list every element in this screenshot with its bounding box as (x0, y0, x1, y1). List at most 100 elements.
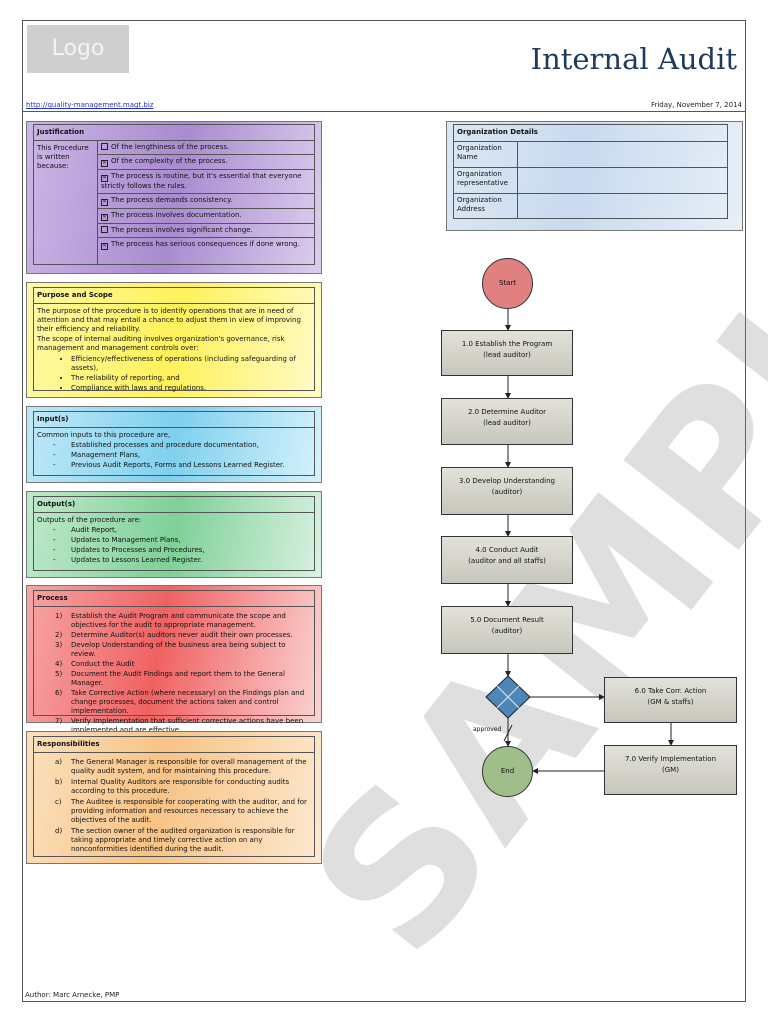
list-number: 2) (55, 631, 63, 639)
responsibilities-heading: Responsibilities (34, 737, 314, 753)
step-title: 2.0 Determine Auditor (467, 408, 547, 416)
justification-item-text: The process demands consistency. (111, 196, 233, 204)
purpose-paragraph: The purpose of the procedure is to ident… (37, 307, 301, 333)
list-letter: b) (55, 778, 63, 786)
scope-bullet: Compliance with laws and regulations. (71, 384, 311, 393)
inputs-section: Input(s) Common inputs to this procedure… (26, 406, 322, 483)
flow-end: End (482, 746, 533, 797)
responsibilities-section: Responsibilities a)The General Manager i… (26, 731, 322, 864)
output-item: Updates to Lessons Learned Register. (53, 556, 311, 565)
step-role: (GM & staffs) (647, 698, 694, 706)
step-role: (lead auditor) (483, 351, 531, 359)
unchecked-checkbox-icon[interactable] (101, 226, 108, 233)
process-step: 4)Conduct the Audit (55, 660, 135, 668)
inputs-heading: Input(s) (34, 412, 314, 428)
justification-heading: Justification (34, 125, 314, 141)
end-label: End (500, 767, 515, 775)
checked-checkbox-icon[interactable]: ✕ (101, 199, 108, 206)
list-number: 4) (55, 660, 63, 668)
list-number: 1) (55, 612, 63, 620)
justification-checklist: Of the lengthiness of the process.✕Of th… (98, 141, 314, 264)
page-title: Internal Audit (530, 42, 737, 76)
outputs-heading: Output(s) (34, 497, 314, 513)
checked-checkbox-icon[interactable]: ✕ (101, 160, 108, 167)
organization-name-label: Organization Name (454, 142, 518, 167)
organization-details: Organization Details Organization Name O… (446, 121, 743, 231)
justification-item-text: Of the complexity of the process. (111, 157, 228, 165)
scope-paragraph: The scope of internal auditing involves … (37, 335, 285, 352)
checked-checkbox-icon[interactable]: ✕ (101, 243, 108, 250)
flow-step-5: 5.0 Document Result (auditor) (441, 606, 573, 654)
list-number: 3) (55, 641, 63, 649)
step-title: 4.0 Conduct Audit (475, 546, 539, 554)
step-role: (auditor) (491, 627, 523, 635)
organization-representative-field[interactable] (518, 168, 727, 193)
step-title: 6.0 Take Corr. Action (634, 687, 707, 695)
responsibility-item: a)The General Manager is responsible for… (55, 758, 307, 775)
step-role: (GM) (662, 766, 679, 774)
scope-bullet: Efficiency/effectiveness of operations (… (71, 355, 311, 373)
inputs-lead: Common inputs to this procedure are, (37, 431, 171, 439)
organization-name-field[interactable] (518, 142, 727, 167)
flow-step-1: 1.0 Establish the Program (lead auditor) (441, 330, 573, 376)
organization-address-field[interactable] (518, 194, 727, 219)
responsibility-item: b)Internal Quality Auditors are responsi… (55, 778, 290, 795)
process-step: 6)Take Corrective Action (where necessar… (55, 689, 305, 715)
outputs-lead: Outputs of the procedure are: (37, 516, 142, 524)
process-section: Process 1)Establish the Audit Program an… (26, 585, 322, 734)
responsibility-item: d)The section owner of the audited organ… (55, 827, 295, 853)
outputs-section: Output(s) Outputs of the procedure are: … (26, 491, 322, 578)
process-step: 2)Determine Auditor(s) auditors never au… (55, 631, 293, 639)
input-item: Management Plans, (53, 451, 311, 460)
justification-section: Justification This Procedure is written … (26, 121, 322, 274)
scope-bullet: The reliability of reporting, and (71, 374, 311, 383)
justification-item-text: The process has serious consequences if … (111, 240, 300, 248)
purpose-section: Purpose and Scope The purpose of the pro… (26, 282, 322, 398)
step-role: (auditor and all staffs) (468, 557, 546, 565)
list-number: 5) (55, 670, 63, 678)
document-date: Friday, November 7, 2014 (650, 101, 742, 109)
output-item: Updates to Management Plans, (53, 536, 311, 545)
process-step: 3)Develop Understanding of the business … (55, 641, 286, 658)
input-item: Established processes and procedure docu… (53, 441, 311, 450)
flow-step-2: 2.0 Determine Auditor (lead auditor) (441, 398, 573, 445)
step-title: 7.0 Verify Implementation (624, 755, 717, 763)
step-role: (lead auditor) (483, 419, 531, 427)
page-frame (22, 20, 746, 1002)
list-number: 6) (55, 689, 63, 697)
approved-label: approved (473, 726, 502, 733)
purpose-heading: Purpose and Scope (34, 288, 314, 304)
justification-item-text: The process involves documentation. (111, 211, 242, 219)
justification-item: ✕The process has serious consequences if… (98, 238, 314, 252)
output-item: Audit Report, (53, 526, 311, 535)
justification-lead: This Procedure is written because: (34, 141, 98, 264)
logo-placeholder: Logo (27, 25, 129, 73)
justification-item: ✕Of the complexity of the process. (98, 155, 314, 170)
justification-item-text: The process is routine, but it's essenti… (101, 172, 302, 190)
process-step: 7)Verify Implementation that sufficient … (55, 717, 304, 734)
flow-start: Start (482, 258, 533, 309)
process-heading: Process (34, 591, 314, 607)
unchecked-checkbox-icon[interactable] (101, 143, 108, 150)
process-step: 5)Document the Audit Findings and report… (55, 670, 285, 687)
flow-step-4: 4.0 Conduct Audit (auditor and all staff… (441, 536, 573, 584)
justification-item: The process involves significant change. (98, 224, 314, 238)
flow-step-6: 6.0 Take Corr. Action (GM & staffs) (604, 677, 737, 723)
process-step: 1)Establish the Audit Program and commun… (55, 612, 286, 629)
start-label: Start (498, 279, 517, 287)
flow-step-7: 7.0 Verify Implementation (GM) (604, 745, 737, 795)
header-divider (22, 111, 746, 112)
flow-step-3: 3.0 Develop Understanding (auditor) (441, 467, 573, 515)
organization-heading: Organization Details (454, 125, 727, 142)
step-title: 5.0 Document Result (470, 616, 544, 624)
organization-representative-label: Organization representative (454, 168, 518, 193)
step-title: 1.0 Establish the Program (461, 340, 553, 348)
responsibility-item: c)The Auditee is responsible for coopera… (55, 798, 307, 824)
output-item: Updates to Processes and Procedures, (53, 546, 311, 555)
checked-checkbox-icon[interactable]: ✕ (101, 214, 108, 221)
list-letter: d) (55, 827, 63, 835)
website-link[interactable]: http://quality-management.magt.biz (26, 101, 154, 109)
step-title: 3.0 Develop Understanding (459, 477, 555, 485)
justification-item-text: Of the lengthiness of the process. (111, 143, 230, 151)
checked-checkbox-icon[interactable]: ✕ (101, 175, 108, 182)
